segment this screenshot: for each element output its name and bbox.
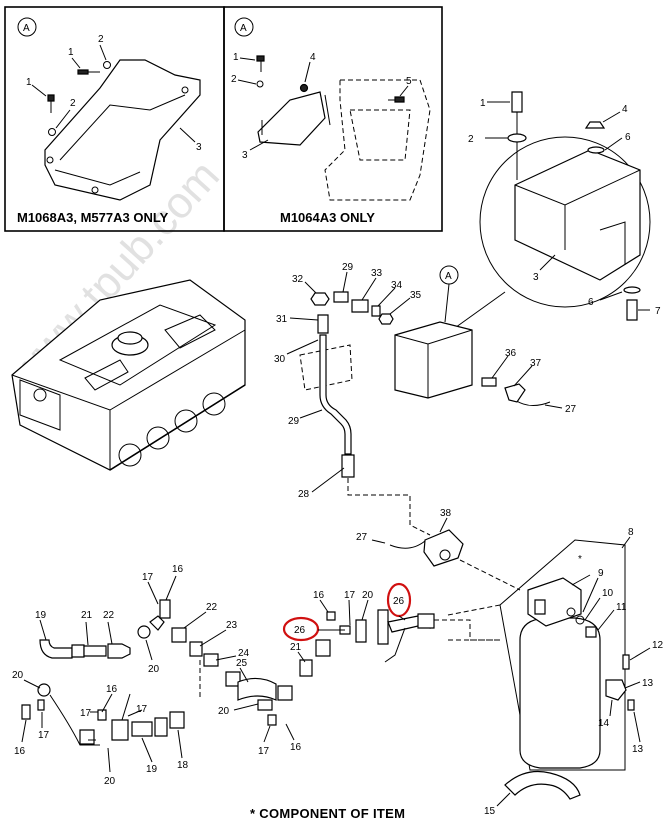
callout-a21: 21 xyxy=(81,610,93,621)
part-box-a xyxy=(394,321,473,399)
callout-p36: 36 xyxy=(505,348,517,359)
callout-e20: 20 xyxy=(12,670,24,681)
callout-e19: 19 xyxy=(146,764,158,775)
callout-p12: 12 xyxy=(652,640,664,651)
callout-p15: 15 xyxy=(484,806,496,817)
callout-d1: 1 xyxy=(480,98,486,109)
callout-e17b: 17 xyxy=(80,708,92,719)
callout-p13b: 13 xyxy=(632,744,644,755)
callout-p14: 14 xyxy=(598,718,610,729)
callout-p13: 13 xyxy=(642,678,654,689)
callout-e16b: 16 xyxy=(106,684,118,695)
inset-right-marker: A xyxy=(240,23,247,34)
callout-b25: 25 xyxy=(236,658,248,669)
detail-leader xyxy=(451,291,506,331)
part-38 xyxy=(423,529,464,567)
callout-b20: 20 xyxy=(218,706,230,717)
callout-e17: 17 xyxy=(38,730,50,741)
inset-left: A 1 2 1 2 3 M1068A3, M577A3 ONLY xyxy=(4,6,225,232)
inset-right-marker-circle xyxy=(234,17,254,37)
callout-p32: 32 xyxy=(292,274,304,285)
tube-26-assembly: 26 26 16 17 20 21 xyxy=(282,582,500,677)
detail-cover xyxy=(514,149,641,281)
callout-p37: 37 xyxy=(530,358,542,369)
callout-b24: 24 xyxy=(238,648,250,659)
callout-p27b: 27 xyxy=(565,404,577,415)
callout-a19: 19 xyxy=(35,610,47,621)
callout-d7: 7 xyxy=(655,306,661,317)
callout-p31: 31 xyxy=(276,314,288,325)
highlight-26-left xyxy=(282,616,320,642)
inset-left-marker: A xyxy=(23,23,30,34)
fittings-lower-left: 19 21 22 20 17 16 22 23 24 25 20 17 16 2… xyxy=(12,564,302,787)
inset-right: A 1 2 3 4 5 M1064A3 ONLY xyxy=(223,6,443,232)
callout-d3: 3 xyxy=(533,272,539,283)
callout-c20: 20 xyxy=(362,590,374,601)
detail-circle: 1 2 3 4 6 6 7 xyxy=(468,91,661,321)
callout-p11: 11 xyxy=(616,602,627,613)
callout-e17c: 17 xyxy=(136,704,148,715)
callout-b17: 17 xyxy=(258,746,270,757)
callout-p38: 38 xyxy=(440,508,452,519)
callout-p26b: 26 xyxy=(393,596,405,607)
inset-left-title: M1068A3, M577A3 ONLY xyxy=(17,210,169,225)
callout-b23: 23 xyxy=(226,620,238,631)
callout-c16: 16 xyxy=(313,590,325,601)
callout-r2: 2 xyxy=(231,74,237,85)
callout-c17: 17 xyxy=(344,590,356,601)
callout-d6a: 6 xyxy=(625,132,631,143)
inset-right-title: M1064A3 ONLY xyxy=(280,210,375,225)
bottle-assembly: 8 * 9 10 11 12 13 14 13 15 xyxy=(447,527,664,817)
callout-l1b: 1 xyxy=(26,77,32,88)
callout-r1: 1 xyxy=(233,52,239,63)
callout-a22: 22 xyxy=(103,610,115,621)
part-32 xyxy=(310,292,330,306)
plumbing-upper: A 32 29 33 34 35 31 30 29 28 27 36 37 27… xyxy=(274,262,577,591)
callout-l2b: 2 xyxy=(70,98,76,109)
callout-p9: 9 xyxy=(598,568,604,579)
fire-bottle xyxy=(519,617,601,769)
callout-e16: 16 xyxy=(14,746,26,757)
footer-note: * COMPONENT OF ITEM xyxy=(250,806,405,821)
callout-p33: 33 xyxy=(371,268,383,279)
callout-p34: 34 xyxy=(391,280,403,291)
callout-p35: 35 xyxy=(410,290,422,301)
callout-p29b: 29 xyxy=(288,416,300,427)
callout-p27a: 27 xyxy=(356,532,368,543)
callout-b16: 16 xyxy=(290,742,302,753)
callout-d6b: 6 xyxy=(588,297,594,308)
callout-l1a: 1 xyxy=(68,47,74,58)
callout-l3: 3 xyxy=(196,142,202,153)
callout-p8: 8 xyxy=(628,527,634,538)
callout-e20b: 20 xyxy=(104,776,116,787)
bracket-plate xyxy=(44,59,201,201)
callout-p30: 30 xyxy=(274,354,286,365)
callout-r5: 5 xyxy=(406,76,412,87)
main-marker: A xyxy=(445,271,452,282)
callout-a16: 16 xyxy=(172,564,184,575)
callout-r4: 4 xyxy=(310,52,316,63)
callout-c21: 21 xyxy=(290,642,302,653)
callout-d2: 2 xyxy=(468,134,474,145)
callout-p10: 10 xyxy=(602,588,614,599)
callout-d4: 4 xyxy=(622,104,628,115)
callout-e18: 18 xyxy=(177,760,189,771)
vehicle-illustration xyxy=(11,279,246,471)
callout-b22: 22 xyxy=(206,602,218,613)
callout-r3: 3 xyxy=(242,150,248,161)
callout-p29a: 29 xyxy=(342,262,354,273)
vehicle-hull xyxy=(11,279,246,471)
callout-star: * xyxy=(578,554,582,565)
bracket xyxy=(257,91,326,146)
callout-p26a: 26 xyxy=(294,625,306,636)
callout-a17: 17 xyxy=(142,572,154,583)
inset-left-marker-circle xyxy=(17,17,37,37)
callout-l2a: 2 xyxy=(98,34,104,45)
callout-p28: 28 xyxy=(298,489,310,500)
callout-a20: 20 xyxy=(148,664,160,675)
